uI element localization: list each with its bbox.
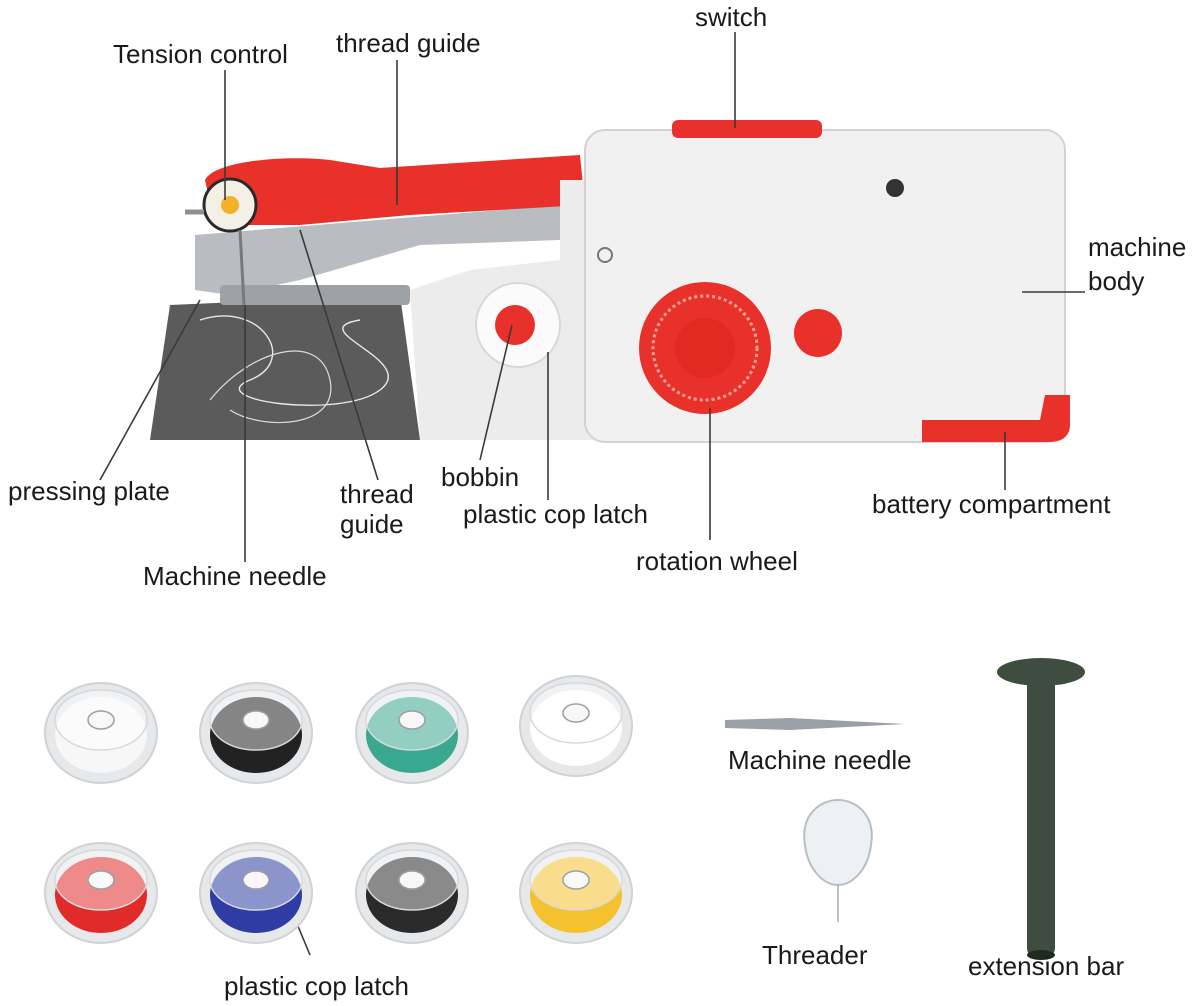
bobbin-thread — [55, 857, 147, 933]
bobbin-hole — [242, 870, 270, 890]
label-switch: switch — [695, 2, 767, 32]
bobbin-set — [44, 675, 633, 944]
bobbin-thread — [530, 857, 622, 933]
bobbin-thread — [530, 690, 622, 766]
label-plastic-cop-latch-top: plastic cop latch — [463, 499, 648, 529]
wheel-center — [675, 318, 735, 378]
bobbin-thread — [210, 697, 302, 773]
threader-icon — [803, 798, 873, 887]
white-bobbin — [44, 682, 158, 784]
extension-bar-end — [1027, 950, 1055, 960]
label-pressing-plate: pressing plate — [8, 476, 170, 506]
extension-bar-rod — [1027, 672, 1055, 958]
accessory-extension-bar — [997, 658, 1085, 960]
bobbin-thread — [366, 697, 458, 773]
label-plastic-cop-latch-bottom: plastic cop latch — [224, 971, 409, 1001]
fabric-thread — [199, 315, 389, 406]
metal-arm — [195, 205, 560, 295]
handheld-sewing-machine — [150, 120, 1070, 443]
battery-compartment-cover — [922, 395, 1070, 442]
tension-knob-center — [221, 196, 239, 214]
black-bobbin — [355, 842, 469, 944]
label-threader: Threader — [762, 940, 868, 970]
accessory-threader — [803, 798, 873, 922]
label-machine-needle-accessory: Machine needle — [728, 745, 912, 775]
label-rotation-wheel: rotation wheel — [636, 546, 798, 576]
yellow-bobbin — [519, 842, 633, 944]
label-bobbin: bobbin — [441, 462, 519, 492]
accessory-needle — [725, 718, 905, 730]
bobbin-hole — [562, 703, 590, 723]
red-top-arm — [205, 155, 585, 225]
label-battery-compartment: battery compartment — [872, 489, 1111, 519]
fabric-swatch — [150, 295, 420, 440]
machine-body-shell — [584, 129, 1066, 443]
part-labels: Tension control thread guide switch mach… — [8, 2, 1186, 591]
white-black-bobbin — [199, 682, 313, 784]
bobbin-hole — [562, 870, 590, 890]
teal-bobbin — [355, 682, 469, 784]
label-machine-body-1: machine — [1088, 232, 1186, 262]
label-thread-guide-top: thread guide — [336, 28, 481, 58]
wheel-teeth — [651, 294, 759, 402]
logo-mark — [597, 247, 613, 263]
label-tension-control: Tension control — [113, 39, 288, 69]
machine-needle-icon — [725, 718, 905, 730]
small-red-knob — [794, 309, 842, 357]
bobbin-thread — [55, 697, 147, 773]
leader-lines — [99, 32, 1085, 956]
red-bobbin — [44, 842, 158, 944]
bobbin-hole — [87, 710, 115, 730]
bobbin-red — [495, 305, 535, 345]
switch-button — [672, 120, 822, 138]
fabric-thread-2 — [209, 350, 332, 424]
label-extension-bar: extension bar — [968, 951, 1124, 981]
metal-plate — [220, 285, 410, 305]
body-screw — [886, 179, 904, 197]
label-machine-body-2: body — [1088, 266, 1144, 296]
bobbin-hole — [398, 710, 426, 730]
label-thread-guide-bottom-1: thread — [340, 479, 414, 509]
needle-shape — [238, 229, 246, 306]
bobbin-hole — [242, 710, 270, 730]
bobbin-hole — [87, 870, 115, 890]
label-thread-guide-bottom-2: guide — [340, 509, 404, 539]
bobbin-hole — [398, 870, 426, 890]
white-plain-bobbin — [519, 675, 633, 777]
label-machine-needle-top: Machine needle — [143, 561, 327, 591]
bobbin-thread — [210, 857, 302, 933]
bobbin-thread — [366, 857, 458, 933]
blue-bobbin — [199, 842, 313, 944]
